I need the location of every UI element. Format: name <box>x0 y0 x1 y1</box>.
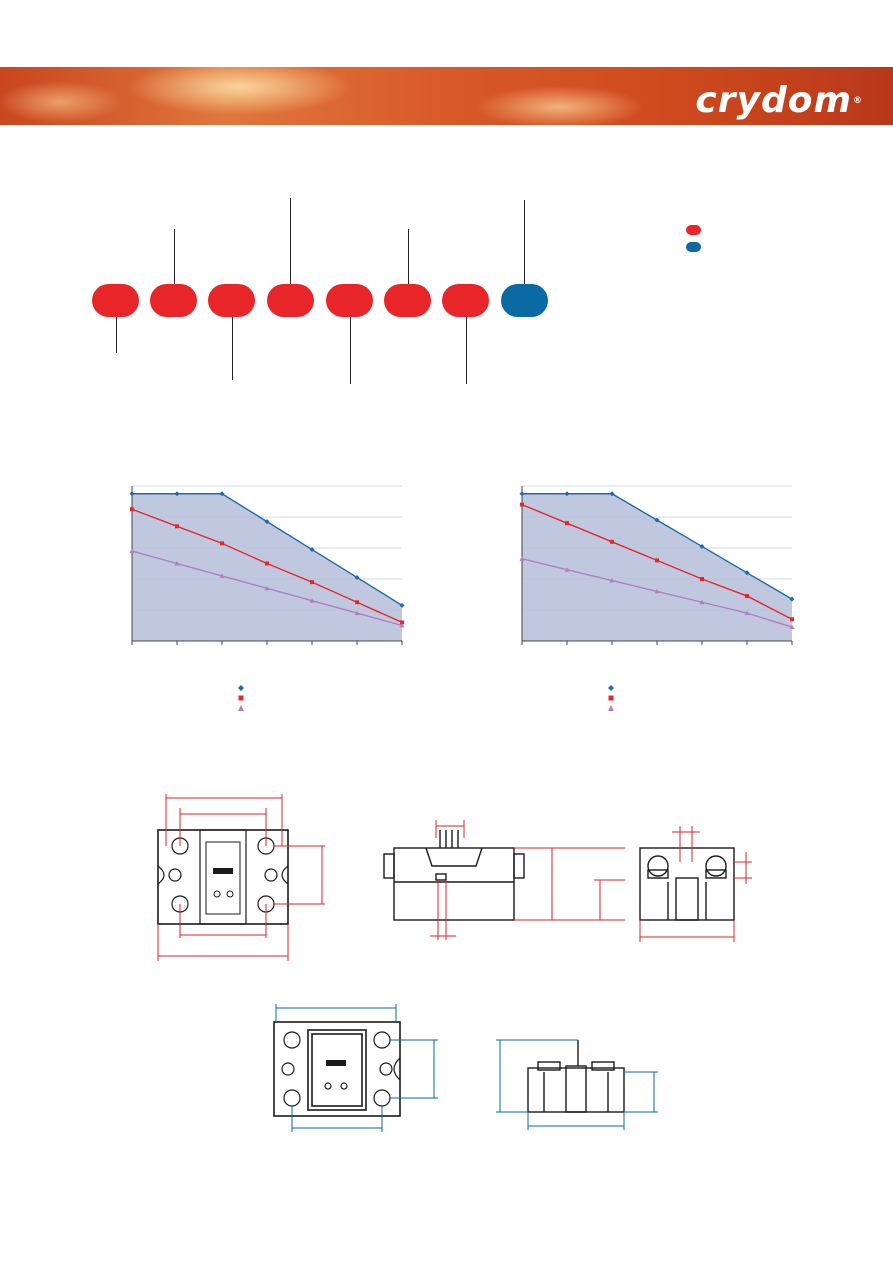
data-point <box>219 491 225 497</box>
legend-marker-triangle <box>608 705 614 711</box>
legend-marker-diamond <box>238 685 244 691</box>
data-point <box>609 578 615 583</box>
leader-line-1 <box>116 317 117 353</box>
chart-left-legend <box>238 685 244 711</box>
data-point <box>564 567 570 572</box>
drawing-end-view-a <box>639 826 752 942</box>
data-point <box>130 507 134 512</box>
code-segment-8 <box>501 284 548 317</box>
data-point <box>220 541 224 546</box>
drawing-top-view-a <box>157 794 325 961</box>
data-point <box>789 624 795 630</box>
leader-line-2 <box>174 229 175 284</box>
chart-right-legend <box>608 685 614 711</box>
safe-operating-area <box>132 493 402 641</box>
data-point <box>745 594 749 599</box>
data-point <box>654 588 660 594</box>
code-segment-5 <box>326 284 373 317</box>
legend-marker-diamond <box>608 685 614 691</box>
data-point <box>309 547 315 553</box>
data-point <box>310 580 314 585</box>
data-point <box>609 491 615 497</box>
legend-marker-triangle <box>238 705 244 711</box>
code-segment-4 <box>267 284 314 317</box>
data-point <box>699 543 705 549</box>
code-segment-3 <box>208 284 255 317</box>
leader-line-3 <box>232 317 233 380</box>
data-point <box>564 491 570 497</box>
drawing-side-view-b <box>496 1039 658 1130</box>
data-point <box>129 548 135 554</box>
data-point <box>654 517 660 523</box>
code-segment-2 <box>150 284 197 317</box>
data-point <box>519 491 525 497</box>
data-point <box>354 574 360 580</box>
data-point <box>265 561 269 566</box>
code-segment-7 <box>442 284 489 317</box>
code-segment-6 <box>384 284 431 317</box>
data-point <box>129 491 135 497</box>
data-point <box>175 524 179 529</box>
drawing-top-view-b <box>273 1004 438 1132</box>
leader-line-8 <box>524 200 525 284</box>
leader-line-4 <box>290 198 291 284</box>
data-point <box>174 491 180 497</box>
data-point <box>309 598 315 603</box>
leader-line-6 <box>408 229 409 284</box>
data-point <box>355 600 359 605</box>
data-point <box>399 602 405 608</box>
legend-marker-square <box>238 695 244 701</box>
leader-line-7 <box>466 317 467 384</box>
crydom-logo: crydom® <box>695 80 863 121</box>
derating-chart-left <box>129 485 405 645</box>
data-point <box>655 558 659 563</box>
legend-marker-square <box>608 695 614 701</box>
data-point <box>264 519 270 525</box>
legend-swatch-red <box>686 225 701 235</box>
derating-chart-right <box>519 485 795 645</box>
data-point <box>610 539 614 544</box>
data-point <box>699 599 705 605</box>
data-point <box>219 573 225 578</box>
data-point <box>700 577 704 581</box>
code-segment-1 <box>92 284 139 317</box>
data-point <box>789 596 795 602</box>
leader-line-5 <box>350 317 351 384</box>
data-point <box>264 585 270 591</box>
data-point <box>565 521 569 526</box>
legend-swatch-blue <box>686 242 701 252</box>
data-point <box>790 617 794 622</box>
drawing-side-view-a <box>383 820 625 940</box>
data-point <box>519 556 525 561</box>
data-point <box>174 561 180 566</box>
safe-operating-area <box>522 493 792 641</box>
data-point <box>744 610 750 616</box>
data-point <box>520 502 524 507</box>
data-point <box>399 623 405 628</box>
data-point <box>400 620 404 625</box>
header-banner: crydom® <box>0 67 893 125</box>
data-point <box>744 570 750 576</box>
data-point <box>354 610 360 616</box>
